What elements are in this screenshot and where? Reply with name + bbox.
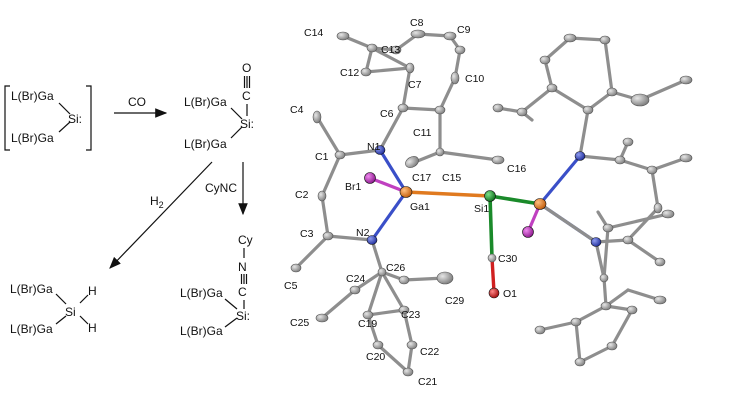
si-label: Si: bbox=[236, 309, 250, 323]
label-o1: O1 bbox=[503, 288, 517, 300]
ga-top-label: L(Br)Ga bbox=[184, 95, 227, 109]
cy-label: Cy bbox=[238, 233, 253, 247]
silylene-label: Si: bbox=[68, 112, 82, 126]
ga-bottom-label: L(Br)Ga bbox=[10, 322, 53, 336]
n1-ga1-bond bbox=[378, 148, 408, 194]
ga-bottom-label: L(Br)Ga bbox=[11, 131, 54, 145]
label-si1: Si1 bbox=[474, 203, 489, 215]
label-c19: C19 bbox=[358, 318, 377, 330]
ga-top-label: L(Br)Ga bbox=[10, 282, 53, 296]
cync-product: Cy N C L(Br)Ga L(Br)Ga Si: bbox=[180, 233, 253, 338]
n1b-atom bbox=[574, 151, 586, 161]
label-c9: C9 bbox=[457, 24, 471, 36]
label-c16: C16 bbox=[507, 163, 526, 175]
ga1b-atom bbox=[533, 198, 547, 210]
bracketed-silylene: L(Br)Ga L(Br)Ga Si: bbox=[4, 85, 92, 151]
si-label: Si: bbox=[240, 117, 254, 131]
label-c25: C25 bbox=[290, 317, 309, 329]
label-c7: C7 bbox=[408, 79, 422, 91]
h-bottom-label: H bbox=[88, 321, 97, 335]
c-label: C bbox=[238, 285, 247, 299]
h2-arrow bbox=[109, 161, 213, 269]
ga1-atom bbox=[399, 186, 413, 198]
label-c15: C15 bbox=[442, 172, 461, 184]
c30-o1-bond bbox=[490, 256, 496, 294]
h2-reagent: H2 bbox=[150, 194, 164, 210]
ga-bottom-label: L(Br)Ga bbox=[184, 137, 227, 151]
label-c11: C11 bbox=[413, 127, 432, 139]
label-c10: C10 bbox=[465, 73, 484, 85]
br1-ga1-bond bbox=[368, 176, 408, 194]
label-c29: C29 bbox=[445, 295, 464, 307]
n2-atom bbox=[366, 235, 378, 245]
label-c8: C8 bbox=[410, 17, 424, 29]
si1-atom bbox=[484, 190, 496, 202]
label-c1: C1 bbox=[315, 151, 329, 163]
label-br1: Br1 bbox=[345, 181, 362, 193]
n-label: N bbox=[238, 260, 247, 274]
n2b-atom bbox=[590, 237, 602, 247]
carbon-atoms-symmetric bbox=[492, 33, 693, 367]
n1-atom bbox=[374, 145, 386, 155]
ga1-si1-bond bbox=[404, 190, 492, 198]
h-top-label: H bbox=[88, 284, 97, 298]
label-c20: C20 bbox=[366, 351, 385, 363]
label-c14: C14 bbox=[304, 27, 323, 39]
ga-top-label: L(Br)Ga bbox=[180, 286, 223, 300]
h2-product: L(Br)Ga L(Br)Ga Si H H bbox=[10, 282, 97, 336]
label-c26: C26 bbox=[386, 262, 405, 274]
co-reagent: CO bbox=[128, 95, 146, 109]
label-c22: C22 bbox=[420, 346, 439, 358]
si1-c30-bond bbox=[488, 194, 494, 260]
label-c17: C17 bbox=[412, 172, 431, 184]
label-c30: C30 bbox=[498, 253, 517, 265]
c-label: C bbox=[242, 89, 251, 103]
o1-atom bbox=[488, 287, 500, 299]
right-bracket bbox=[86, 85, 92, 151]
si-label: Si bbox=[65, 305, 76, 319]
reaction-scheme: L(Br)Ga L(Br)Ga Si: CO L(Br)Ga L(Br)Ga S… bbox=[4, 61, 254, 338]
label-c5: C5 bbox=[284, 280, 298, 292]
ga-top-label: L(Br)Ga bbox=[11, 89, 54, 103]
ga-bottom-label: L(Br)Ga bbox=[180, 324, 223, 338]
o-label: O bbox=[242, 61, 251, 75]
crystal-structure: C14 C8 C9 C13 C12 C7 C10 C4 C6 C11 N1 C1… bbox=[284, 17, 693, 388]
label-c24: C24 bbox=[346, 273, 365, 285]
n2-ga1-bond bbox=[370, 190, 408, 242]
label-c4: C4 bbox=[290, 104, 304, 116]
label-c6: C6 bbox=[380, 108, 394, 120]
br1-atom bbox=[364, 172, 376, 184]
label-c12: C12 bbox=[340, 67, 359, 79]
carbon-atoms bbox=[290, 29, 505, 377]
co-adduct: L(Br)Ga L(Br)Ga Si: C O bbox=[184, 61, 254, 151]
label-c3: C3 bbox=[300, 228, 314, 240]
label-n1: N1 bbox=[367, 141, 381, 153]
label-ga1: Ga1 bbox=[410, 201, 430, 213]
left-bracket bbox=[4, 85, 10, 151]
label-n2: N2 bbox=[356, 227, 370, 239]
cync-reagent: CyNC bbox=[205, 181, 237, 195]
label-c13: C13 bbox=[381, 44, 400, 56]
label-c2: C2 bbox=[295, 189, 309, 201]
br1b-atom bbox=[522, 226, 534, 238]
label-c23: C23 bbox=[401, 309, 420, 321]
si1-ga1b-bond bbox=[488, 194, 542, 206]
atom-labels: C14 C8 C9 C13 C12 C7 C10 C4 C6 C11 N1 C1… bbox=[284, 17, 526, 388]
label-c21: C21 bbox=[418, 376, 437, 388]
